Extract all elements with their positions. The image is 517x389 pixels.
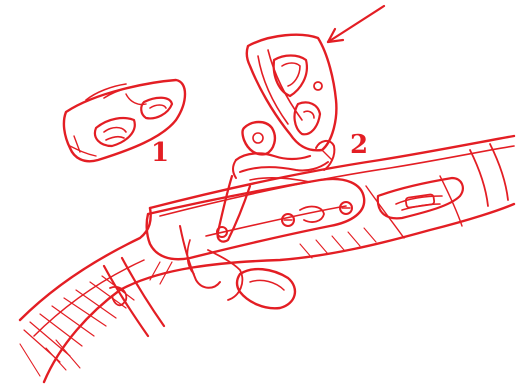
arrow-icon [328,6,384,42]
part-1-label: 1 [151,140,169,166]
part-2-label: 2 [350,132,368,158]
